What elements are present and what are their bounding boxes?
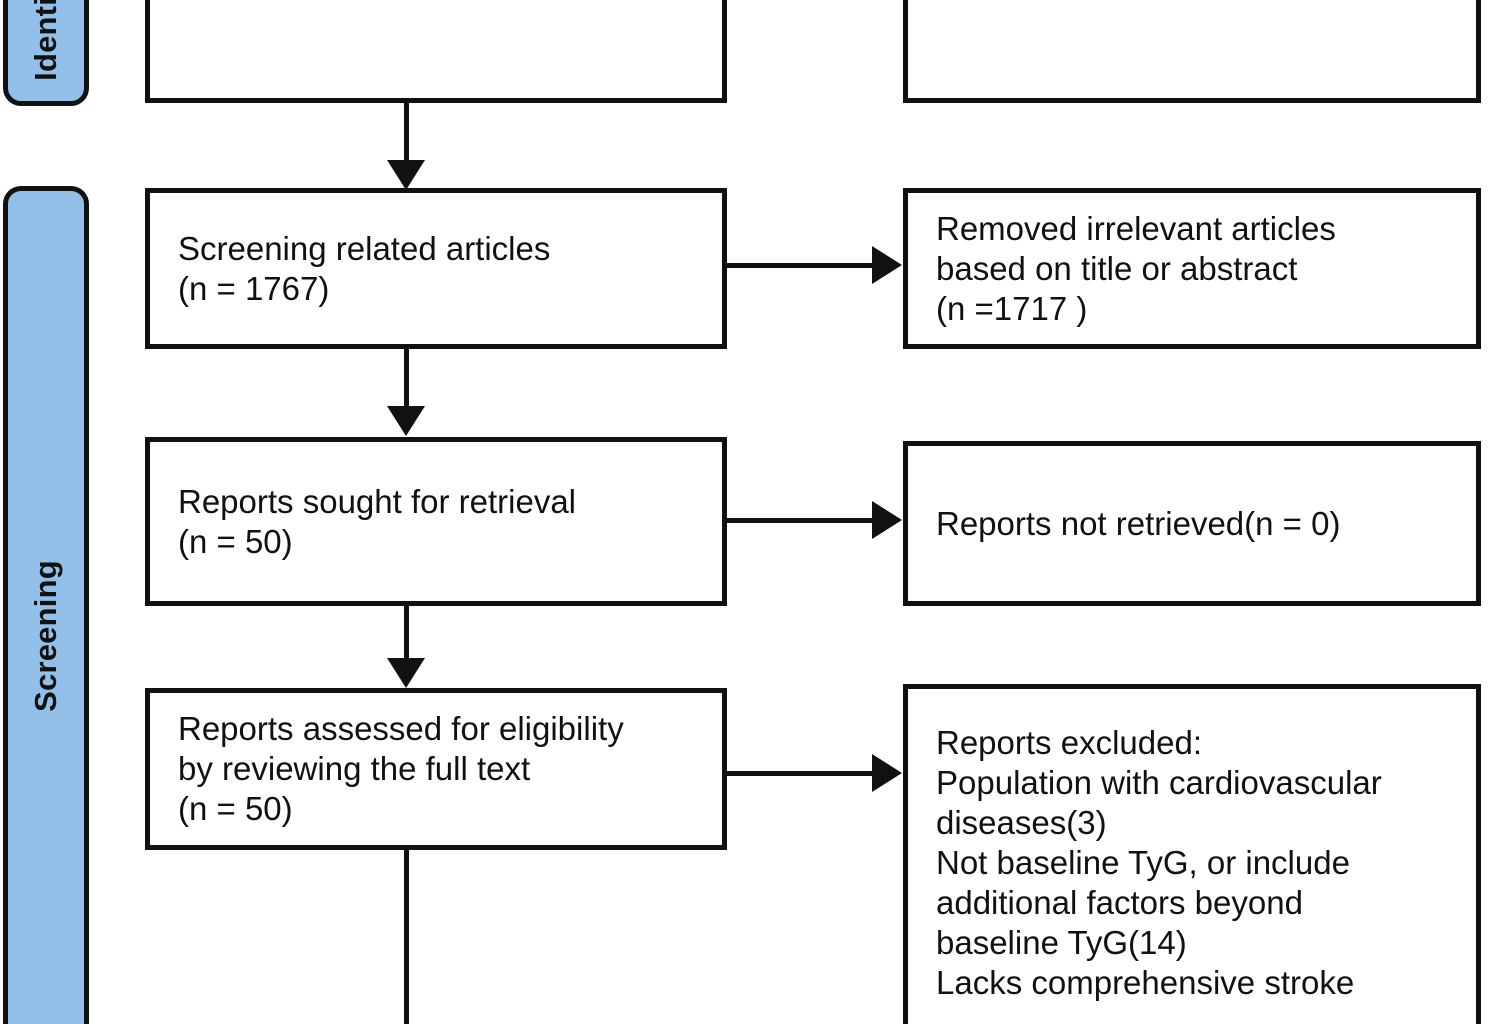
box-reports-not-retrieved: Reports not retrieved(n = 0) <box>903 441 1481 606</box>
box-screening-related-articles-text: Screening related articles (n = 1767) <box>178 229 551 307</box>
connector-sought-to-not-retrieved-arrowhead <box>872 501 902 539</box>
connector-screening-to-removed-line <box>722 263 877 268</box>
box-screening-related-articles: Screening related articles (n = 1767) <box>145 188 727 349</box>
identification-right-box <box>903 0 1481 103</box>
connector-screening-to-sought-line <box>404 349 409 414</box>
box-reports-assessed-for-eligibility: Reports assessed for eligibility by revi… <box>145 688 727 850</box>
phase-label-screening: Screening <box>28 560 63 712</box>
box-reports-excluded-text: Reports excluded: Population with cardio… <box>936 724 1382 1001</box>
identification-left-box: Embase(n = 1243) <box>145 0 727 103</box>
connector-screening-to-removed-arrowhead <box>872 246 902 284</box>
box-reports-not-retrieved-text: Reports not retrieved(n = 0) <box>936 504 1341 542</box>
connector-assessed-to-excluded-arrowhead <box>872 754 902 792</box>
box-reports-sought-for-retrieval-text: Reports sought for retrieval (n = 50) <box>178 482 577 560</box>
box-reports-sought-for-retrieval: Reports sought for retrieval (n = 50) <box>145 437 727 606</box>
connector-assessed-to-included-line <box>404 850 409 1024</box>
box-reports-assessed-for-eligibility-text: Reports assessed for eligibility by revi… <box>178 710 624 827</box>
connector-sought-to-assessed-arrowhead <box>387 658 425 688</box>
connector-sought-to-assessed-line <box>404 606 409 668</box>
phase-label-identification: Identification <box>28 0 64 81</box>
phase-pill-screening: Screening <box>3 186 89 1024</box>
phase-pill-identification: Identification <box>3 0 89 106</box>
connector-identification-to-screening-line <box>404 103 409 169</box>
box-removed-irrelevant-articles: Removed irrelevant articles based on tit… <box>903 188 1481 349</box>
connector-assessed-to-excluded-line <box>722 771 877 776</box>
connector-screening-to-sought-arrowhead <box>387 406 425 436</box>
box-reports-excluded: Reports excluded: Population with cardio… <box>903 684 1481 1024</box>
connector-sought-to-not-retrieved-line <box>722 518 877 523</box>
box-removed-irrelevant-articles-text: Removed irrelevant articles based on tit… <box>936 209 1336 327</box>
connector-identification-to-screening-arrowhead <box>387 160 425 190</box>
